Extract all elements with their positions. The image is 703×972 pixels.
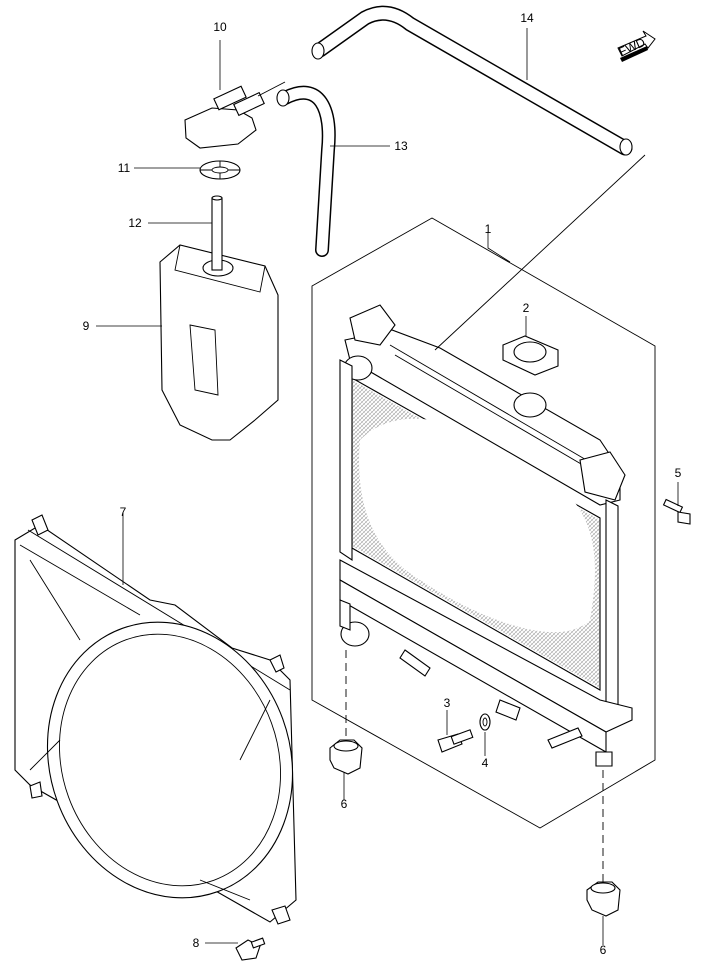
callout-2: 2 [523,301,530,315]
radiator [339,304,633,767]
callout-7: 7 [120,505,127,519]
callout-6-left: 6 [341,797,348,811]
fan-shroud [14,514,297,925]
reservoir-cap-gasket [199,160,241,180]
callout-3: 3 [444,696,451,710]
reservoir-tube [211,195,223,271]
radiator-bolt [662,498,691,525]
callout-14: 14 [520,11,534,25]
fwd-direction-icon: FWD [617,30,656,62]
leader-lines [96,28,679,945]
callout-5: 5 [675,466,682,480]
radiator-hose [311,5,633,156]
callout-11: 11 [118,161,131,175]
shroud-bolt [235,937,266,961]
mount-cushion-right [586,881,621,917]
reservoir-tank [159,244,279,441]
radiator-cap [502,335,559,376]
callout-8: 8 [193,936,200,950]
callout-4: 4 [482,756,489,770]
callout-6-right: 6 [600,943,607,957]
mount-cushion-left [329,739,363,775]
drain-plug [437,729,474,753]
radiator-assembly-outline [311,217,656,829]
reservoir-cap [184,85,265,149]
callout-12: 12 [128,216,142,230]
drain-plug-gasket [479,713,491,731]
callout-9: 9 [83,319,90,333]
cap-to-hose-guide [257,81,286,97]
hose-to-radiator-guide [434,154,646,351]
callout-10: 10 [213,20,227,34]
callout-1: 1 [485,222,492,236]
callout-labels: 1 2 3 4 5 6 6 7 8 9 10 11 12 13 14 [83,11,682,957]
overflow-hose [276,85,336,257]
callout-13: 13 [394,139,408,153]
